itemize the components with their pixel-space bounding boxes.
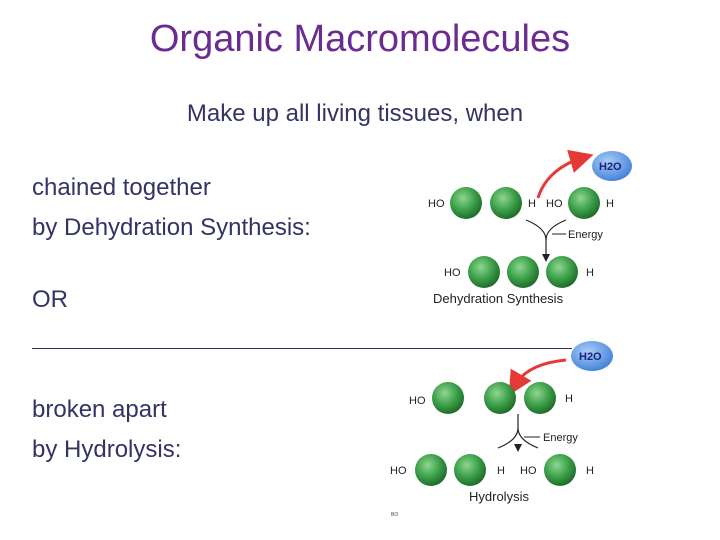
- ho-label: HO: [520, 465, 537, 477]
- h-label: H: [586, 267, 594, 279]
- h-label: H: [497, 465, 505, 477]
- monomer-icon: [484, 382, 516, 414]
- monomer-icon: [544, 454, 576, 486]
- energy-arrow-icon: [526, 220, 546, 258]
- dehydration-diagram: H2O HO H HO H Energy HO H Dehydration Sy…: [428, 151, 632, 306]
- h-label: H: [606, 198, 614, 210]
- energy-arrow-icon: [514, 444, 522, 452]
- hydrolysis-diagram: H2O HO H Energy HO H HO H Hydrolysis BO: [390, 341, 613, 518]
- monomer-icon: [468, 256, 500, 288]
- energy-label: Energy: [568, 229, 603, 241]
- monomer-icon: [546, 256, 578, 288]
- ho-label: HO: [409, 395, 426, 407]
- monomer-icon: [432, 382, 464, 414]
- hydrolysis-caption: Hydrolysis: [469, 489, 529, 504]
- water-molecule-icon: H2O: [571, 341, 613, 371]
- ho-label: HO: [444, 267, 461, 279]
- energy-label: Energy: [543, 432, 578, 444]
- credit-mark: BO: [391, 512, 398, 518]
- monomer-icon: [568, 187, 600, 219]
- h-label: H: [586, 465, 594, 477]
- ho-label: HO: [390, 465, 407, 477]
- monomer-icon: [450, 187, 482, 219]
- h-label: H: [528, 198, 536, 210]
- monomer-icon: [454, 454, 486, 486]
- water-label: H2O: [579, 351, 602, 363]
- monomer-icon: [524, 382, 556, 414]
- monomer-icon: [415, 454, 447, 486]
- ho-label: HO: [428, 198, 445, 210]
- ho-label: HO: [546, 198, 563, 210]
- h-label: H: [565, 393, 573, 405]
- monomer-icon: [490, 187, 522, 219]
- dehydration-caption: Dehydration Synthesis: [433, 291, 564, 306]
- monomer-icon: [507, 256, 539, 288]
- water-label: H2O: [599, 161, 622, 173]
- curved-arrow-icon: [515, 360, 566, 385]
- water-molecule-icon: H2O: [592, 151, 632, 181]
